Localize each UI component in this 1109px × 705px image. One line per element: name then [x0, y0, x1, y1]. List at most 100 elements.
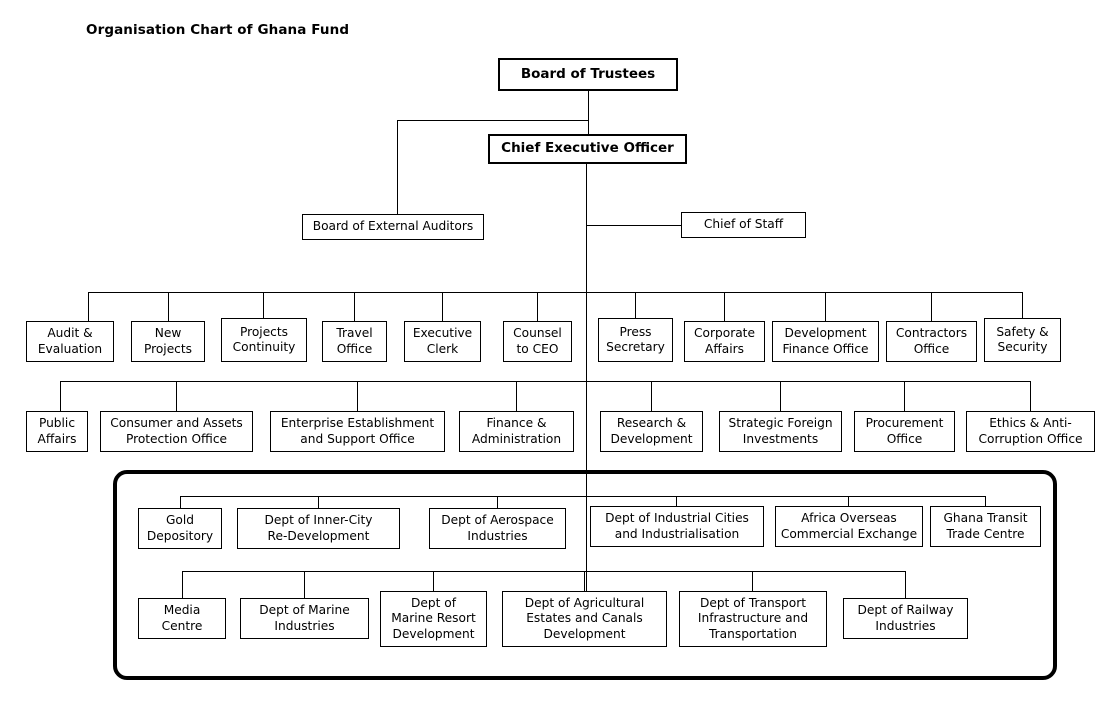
connector-ceo-to-chief-of-staff	[586, 225, 682, 226]
node-procurement-office[interactable]: Procurement Office	[854, 411, 955, 452]
node-chief-of-staff[interactable]: Chief of Staff	[681, 212, 806, 238]
node-board-of-trustees[interactable]: Board of Trustees	[498, 58, 678, 91]
node-board-of-external-auditors[interactable]: Board of External Auditors	[302, 214, 484, 240]
node-label: Dept of Aerospace Industries	[441, 513, 554, 543]
connector-drop-procurement	[904, 381, 905, 411]
node-ethics-anti-corruption-office[interactable]: Ethics & Anti- Corruption Office	[966, 411, 1095, 452]
node-label: Dept of Transport Infrastructure and Tra…	[697, 595, 809, 641]
node-finance-administration[interactable]: Finance & Administration	[459, 411, 574, 452]
connector-drop-finance-admin	[516, 381, 517, 411]
node-label: Dept of Inner-City Re-Development	[264, 513, 373, 543]
node-dept-inner-city-redevelopment[interactable]: Dept of Inner-City Re-Development	[237, 508, 400, 549]
connector-drop-public-affairs	[60, 381, 61, 411]
node-dept-railway-industries[interactable]: Dept of Railway Industries	[843, 598, 968, 639]
node-development-finance-office[interactable]: Development Finance Office	[772, 321, 879, 362]
node-enterprise-establishment-support-office[interactable]: Enterprise Establishment and Support Off…	[270, 411, 445, 452]
node-label: Research & Development	[610, 416, 693, 446]
connector-drop-ghana-transit	[985, 496, 986, 506]
connector-drop-railway-industries	[905, 571, 906, 598]
connector-drop-travel-office	[354, 292, 355, 321]
connector-drop-consumer-assets	[176, 381, 177, 411]
node-new-projects[interactable]: New Projects	[131, 321, 205, 362]
connector-trustees-to-auditors-h	[397, 120, 589, 121]
connector-trustees-to-ceo	[588, 91, 589, 134]
node-dept-marine-resort-development[interactable]: Dept of Marine Resort Development	[380, 591, 487, 647]
connector-drop-aerospace	[497, 496, 498, 508]
node-safety-security[interactable]: Safety & Security	[984, 318, 1061, 362]
node-dept-marine-industries[interactable]: Dept of Marine Industries	[240, 598, 369, 639]
node-label: Dept of Marine Industries	[259, 603, 350, 633]
connector-drop-media-centre	[182, 571, 183, 598]
node-ghana-transit-trade-centre[interactable]: Ghana Transit Trade Centre	[930, 506, 1041, 547]
node-public-affairs[interactable]: Public Affairs	[26, 411, 88, 452]
connector-drop-press-secretary	[635, 292, 636, 321]
node-travel-office[interactable]: Travel Office	[322, 321, 387, 362]
node-label: Executive Clerk	[412, 326, 473, 356]
connector-ceo-spine	[586, 164, 587, 632]
node-media-centre[interactable]: Media Centre	[138, 598, 226, 639]
node-label: Enterprise Establishment and Support Off…	[280, 416, 435, 446]
node-dept-industrial-cities[interactable]: Dept of Industrial Cities and Industrial…	[590, 506, 764, 547]
node-label: Corporate Affairs	[694, 326, 755, 356]
node-gold-depository[interactable]: Gold Depository	[138, 508, 222, 549]
node-label: Audit & Evaluation	[37, 326, 103, 356]
node-dept-agricultural-estates-canals[interactable]: Dept of Agricultural Estates and Canals …	[502, 591, 667, 647]
connector-drop-enterprise-establishment	[357, 381, 358, 411]
connector-drop-projects-continuity	[263, 292, 264, 321]
node-label: Travel Office	[336, 326, 373, 356]
connector-departments-row2-bus	[182, 571, 905, 572]
node-consumer-assets-protection-office[interactable]: Consumer and Assets Protection Office	[100, 411, 253, 452]
connector-drop-ethics	[1030, 381, 1031, 411]
node-label: Contractors Office	[895, 326, 968, 356]
connector-drop-contractors	[931, 292, 932, 321]
node-label: Dept of Marine Resort Development	[391, 595, 476, 641]
connector-drop-agricultural-estates	[584, 571, 585, 591]
node-dept-aerospace-industries[interactable]: Dept of Aerospace Industries	[429, 508, 566, 549]
departments-group-container	[113, 470, 1057, 680]
node-executive-clerk[interactable]: Executive Clerk	[404, 321, 481, 362]
node-label: Finance & Administration	[471, 416, 562, 446]
node-label: Press Secretary	[606, 324, 665, 355]
connector-drop-new-projects	[168, 292, 169, 321]
connector-drop-marine-industries	[304, 571, 305, 598]
node-press-secretary[interactable]: Press Secretary	[598, 318, 673, 362]
node-projects-continuity[interactable]: Projects Continuity	[221, 318, 307, 362]
node-label: Ethics & Anti- Corruption Office	[978, 416, 1083, 446]
node-label: Board of Trustees	[520, 65, 656, 82]
node-label: Chief Executive Officer	[501, 140, 674, 157]
connector-drop-development-finance	[825, 292, 826, 321]
node-corporate-affairs[interactable]: Corporate Affairs	[684, 321, 765, 362]
page-title: Organisation Chart of Ghana Fund	[86, 22, 350, 38]
connector-drop-inner-city	[318, 496, 319, 508]
connector-trustees-to-auditors-v	[397, 120, 398, 214]
node-label: Media Centre	[161, 603, 203, 633]
node-label: Dept of Industrial Cities and Industrial…	[605, 511, 749, 541]
node-africa-overseas-commercial-exchange[interactable]: Africa Overseas Commercial Exchange	[775, 506, 923, 547]
node-strategic-foreign-investments[interactable]: Strategic Foreign Investments	[719, 411, 842, 452]
node-label: Ghana Transit Trade Centre	[943, 511, 1028, 541]
connector-drop-marine-resort	[433, 571, 434, 591]
connector-drop-corporate-affairs	[724, 292, 725, 321]
node-label: Procurement Office	[865, 416, 944, 446]
connector-drop-transport-infrastructure	[752, 571, 753, 591]
node-label: Dept of Agricultural Estates and Canals …	[524, 595, 645, 641]
node-label: Counsel to CEO	[513, 326, 562, 356]
node-counsel-to-ceo[interactable]: Counsel to CEO	[503, 321, 572, 362]
node-label: Safety & Security	[996, 324, 1049, 355]
node-label: Chief of Staff	[703, 217, 784, 232]
connector-drop-counsel-to-ceo	[537, 292, 538, 321]
node-dept-transport-infrastructure[interactable]: Dept of Transport Infrastructure and Tra…	[679, 591, 827, 647]
node-contractors-office[interactable]: Contractors Office	[886, 321, 977, 362]
node-audit-evaluation[interactable]: Audit & Evaluation	[26, 321, 114, 362]
node-chief-executive-officer[interactable]: Chief Executive Officer	[488, 134, 687, 164]
node-label: Consumer and Assets Protection Office	[110, 416, 243, 446]
connector-drop-gold-depository	[180, 496, 181, 508]
connector-drop-executive-clerk	[442, 292, 443, 321]
node-research-development[interactable]: Research & Development	[600, 411, 703, 452]
node-label: Gold Depository	[146, 513, 214, 543]
node-label: Board of External Auditors	[312, 219, 474, 234]
node-label: Development Finance Office	[782, 326, 869, 356]
connector-drop-audit	[88, 292, 89, 321]
node-label: Public Affairs	[37, 416, 77, 446]
